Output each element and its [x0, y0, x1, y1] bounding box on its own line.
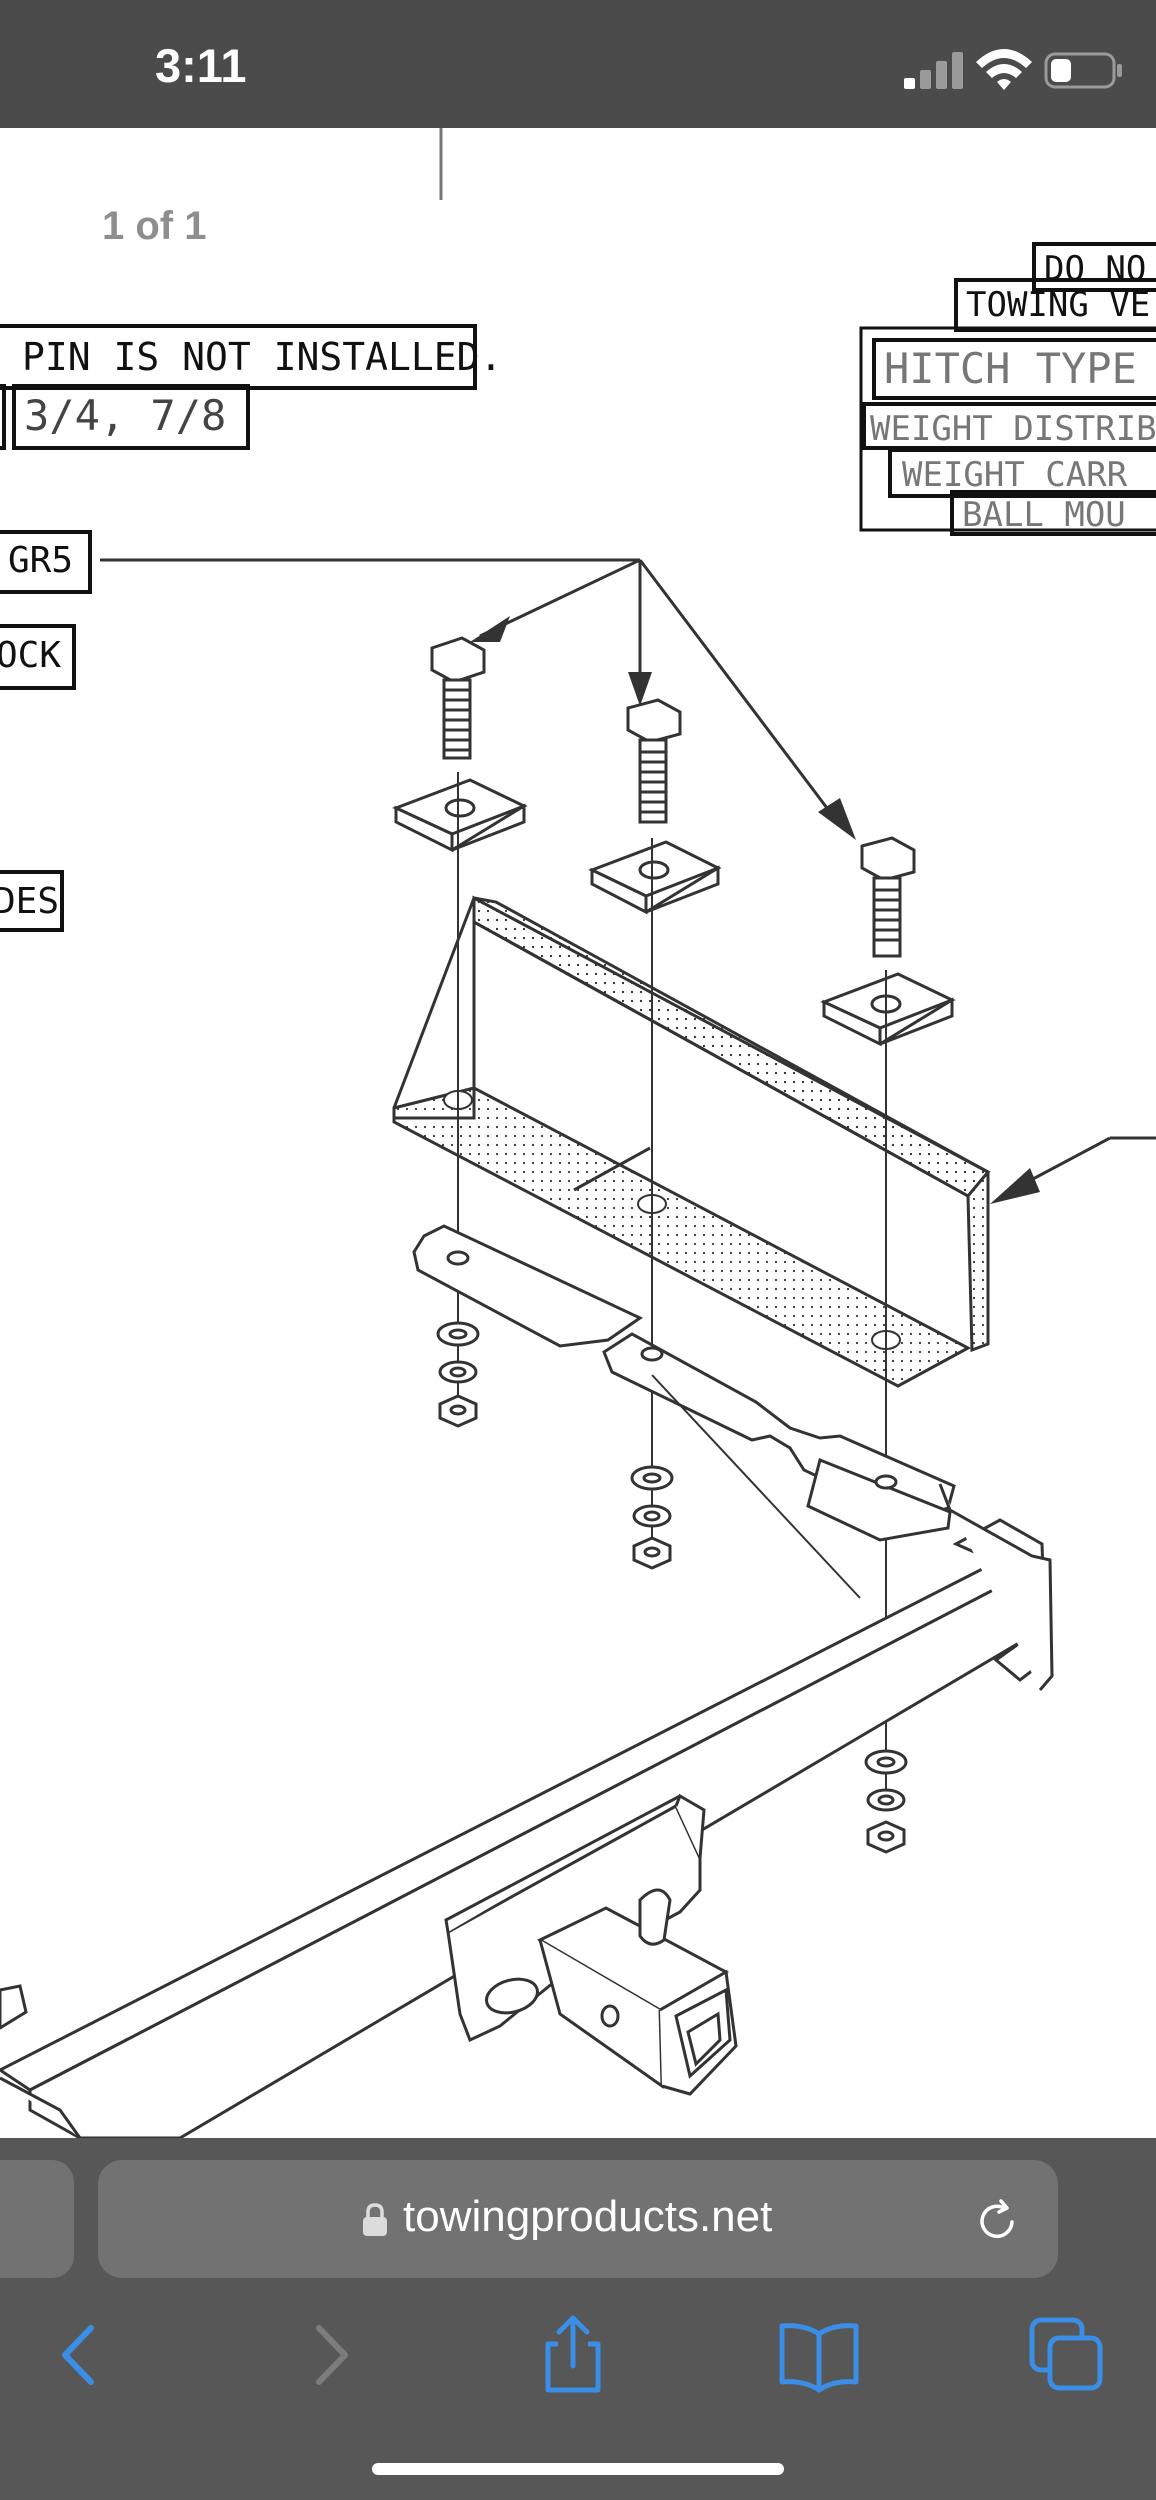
label-pin-note: PIN IS NOT INSTALLED.: [0, 324, 502, 390]
wifi-icon: [976, 49, 1032, 90]
svg-text:OCK: OCK: [0, 635, 61, 676]
browser-toolbar: towingproducts.net: [0, 2138, 1156, 2500]
label-do-not: DO NO: [1032, 242, 1156, 292]
reload-icon[interactable]: [974, 2196, 1022, 2244]
share-icon[interactable]: [528, 2310, 618, 2400]
lock-icon: [363, 2203, 387, 2236]
label-lock-fragment: OCK: [0, 624, 76, 690]
svg-text:DES: DES: [0, 881, 59, 922]
svg-text:PIN IS NOT INSTALLED.: PIN IS NOT INSTALLED.: [22, 335, 502, 379]
label-ball-mount: BALL MOU: [950, 490, 1156, 536]
label-bolt-grade: GR5: [0, 530, 92, 594]
tabs-icon[interactable]: [1022, 2310, 1112, 2400]
label-des-fragment: DES: [0, 870, 64, 932]
svg-text:DO NO: DO NO: [1044, 249, 1146, 289]
url-text: towingproducts.net: [403, 2192, 773, 2241]
svg-text:TOWING VE: TOWING VE: [966, 285, 1150, 325]
address-bar[interactable]: towingproducts.net: [98, 2160, 1058, 2278]
battery-icon: [1044, 52, 1122, 89]
status-icons: [904, 49, 1122, 90]
previous-tab-preview[interactable]: [0, 2160, 74, 2278]
svg-text:GR5: GR5: [8, 540, 73, 581]
cellular-signal-icon: [904, 52, 963, 89]
hitch-diagram: PIN IS NOT INSTALLED. 3/4, 7/8 GR5 OCK D…: [0, 128, 1156, 2138]
svg-text:WEIGHT CARR: WEIGHT CARR: [902, 455, 1128, 495]
label-weight-distributing: WEIGHT DISTRIB: [862, 402, 1156, 450]
page-indicator: 1 of 1: [102, 204, 207, 248]
label-weight-carrying: WEIGHT CARR: [888, 448, 1156, 498]
svg-text:WEIGHT DISTRIB: WEIGHT DISTRIB: [870, 409, 1156, 449]
status-bar: 3:11: [0, 0, 1156, 128]
back-icon[interactable]: [35, 2310, 125, 2400]
forward-icon[interactable]: [285, 2310, 375, 2400]
pdf-document-view[interactable]: PIN IS NOT INSTALLED. 3/4, 7/8 GR5 OCK D…: [0, 128, 1156, 2138]
status-time: 3:11: [155, 39, 247, 92]
bookmarks-icon[interactable]: [774, 2310, 864, 2400]
label-hitch-type: HITCH TYPE: [872, 338, 1156, 400]
bolt-group: [430, 636, 916, 958]
label-sizes: 3/4, 7/8: [0, 384, 250, 450]
home-indicator[interactable]: [372, 2463, 784, 2475]
svg-text:BALL MOU: BALL MOU: [962, 495, 1126, 535]
svg-text:3/4, 7/8: 3/4, 7/8: [24, 391, 226, 440]
svg-text:HITCH TYPE: HITCH TYPE: [884, 344, 1137, 393]
label-towing-vehicle: TOWING VE: [954, 278, 1156, 332]
